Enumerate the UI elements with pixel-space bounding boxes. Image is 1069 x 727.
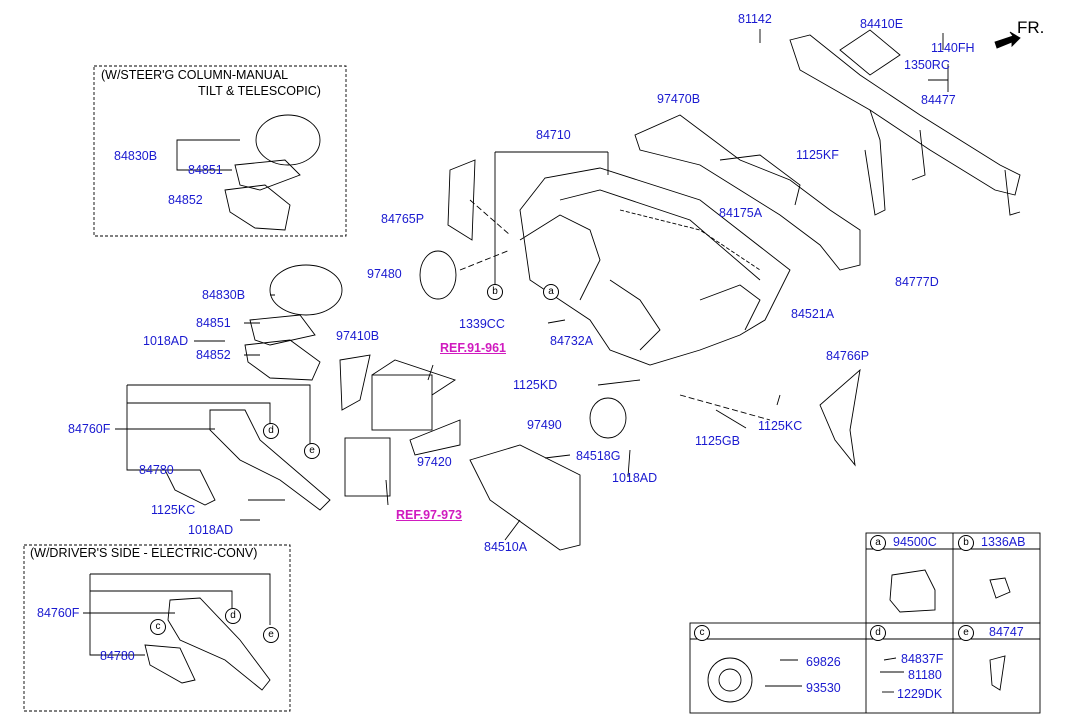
part-1125GB[interactable]: 1125GB — [695, 434, 740, 448]
part-1125KC-right[interactable]: 1125KC — [758, 419, 803, 433]
callout-d: d — [263, 423, 279, 439]
legend-a-code[interactable]: 94500C — [893, 535, 937, 549]
legend-e-code[interactable]: 84747 — [989, 625, 1024, 639]
part-84521A[interactable]: 84521A — [791, 307, 835, 321]
part-1140FH[interactable]: 1140FH — [931, 41, 975, 55]
front-indicator: FR. — [1017, 18, 1045, 37]
part-84851[interactable]: 84851 — [196, 316, 231, 330]
driver-inset-box — [23, 544, 291, 712]
legend-table — [689, 532, 1041, 714]
upper-shroud-inset-shape — [255, 114, 321, 166]
legend-d-part-84837F[interactable]: 84837F — [901, 652, 944, 666]
legend-e-marker: e — [958, 625, 974, 641]
part-97490[interactable]: 97490 — [527, 418, 562, 432]
center-fascia-shape — [344, 437, 391, 497]
inset-part-84851[interactable]: 84851 — [188, 163, 223, 177]
part-1018AD-lower[interactable]: 1018AD — [188, 523, 234, 537]
part-97420[interactable]: 97420 — [417, 455, 452, 469]
driver-note: (W/DRIVER'S SIDE - ELECTRIC-CONV) — [30, 546, 258, 560]
legend-c-marker: c — [694, 625, 710, 641]
part-1125KF[interactable]: 1125KF — [796, 148, 839, 162]
steering-note-line2: TILT & TELESCOPIC) — [198, 84, 321, 98]
part-97410B[interactable]: 97410B — [336, 329, 380, 343]
steering-note-line1: (W/STEER'G COLUMN-MANUAL — [101, 68, 289, 82]
cowl-cross-bar-shape — [789, 29, 1021, 216]
ref-91-961-link[interactable]: REF.91-961 — [440, 341, 507, 355]
part-1018AD-left[interactable]: 1018AD — [143, 334, 189, 348]
steering-inset-box — [93, 65, 347, 237]
ref-97-973-link[interactable]: REF.97-973 — [396, 508, 463, 522]
part-1125KD[interactable]: 1125KD — [513, 378, 558, 392]
part-84780[interactable]: 84780 — [139, 463, 174, 477]
part-84710[interactable]: 84710 — [536, 128, 571, 142]
part-97470B[interactable]: 97470B — [657, 92, 701, 106]
duct-shape — [634, 114, 861, 271]
glove-box-shape — [469, 444, 581, 551]
legend-d-part-81180[interactable]: 81180 — [908, 668, 942, 682]
part-84766P[interactable]: 84766P — [826, 349, 870, 363]
part-84830B[interactable]: 84830B — [202, 288, 246, 302]
legend-d-part-1229DK[interactable]: 1229DK — [897, 687, 943, 701]
part-84510A[interactable]: 84510A — [484, 540, 528, 554]
part-1350RC[interactable]: 1350RC — [904, 58, 950, 72]
driver-callout-e: e — [263, 627, 279, 643]
driver-callout-c: c — [150, 619, 166, 635]
driver-part-84780[interactable]: 84780 — [100, 649, 135, 663]
part-84518G[interactable]: 84518G — [576, 449, 621, 463]
part-1018AD-center[interactable]: 1018AD — [612, 471, 658, 485]
part-84175A[interactable]: 84175A — [719, 206, 763, 220]
part-81142[interactable]: 81142 — [738, 12, 772, 26]
callout-a: a — [543, 284, 559, 300]
crash-pad-shape — [519, 167, 791, 366]
upper-shroud-shape — [269, 264, 343, 316]
legend-c-part-69826[interactable]: 69826 — [806, 655, 841, 669]
inset-part-84830B[interactable]: 84830B — [114, 149, 158, 163]
front-arrow-icon — [994, 31, 1021, 49]
callout-e: e — [304, 443, 320, 459]
part-84732A[interactable]: 84732A — [550, 334, 594, 348]
legend-d-marker: d — [870, 625, 886, 641]
legend-c-part-93530[interactable]: 93530 — [806, 681, 841, 695]
lower-panel-shape — [209, 409, 331, 511]
part-97480[interactable]: 97480 — [367, 267, 402, 281]
driver-callout-d: d — [225, 608, 241, 624]
part-1125KC[interactable]: 1125KC — [151, 503, 196, 517]
legend-b-code[interactable]: 1336AB — [981, 535, 1026, 549]
callout-b: b — [487, 284, 503, 300]
part-84777D[interactable]: 84777D — [895, 275, 939, 289]
part-84765P[interactable]: 84765P — [381, 212, 425, 226]
inset-part-84852[interactable]: 84852 — [168, 193, 203, 207]
part-84852[interactable]: 84852 — [196, 348, 231, 362]
audio-unit-shape — [371, 374, 433, 431]
part-84477[interactable]: 84477 — [921, 93, 956, 107]
legend-b-marker: b — [958, 535, 974, 551]
part-84760F[interactable]: 84760F — [68, 422, 111, 436]
legend-a-marker: a — [870, 535, 886, 551]
driver-part-84760F[interactable]: 84760F — [37, 606, 80, 620]
part-1339CC[interactable]: 1339CC — [459, 317, 505, 331]
part-84410E[interactable]: 84410E — [860, 17, 904, 31]
